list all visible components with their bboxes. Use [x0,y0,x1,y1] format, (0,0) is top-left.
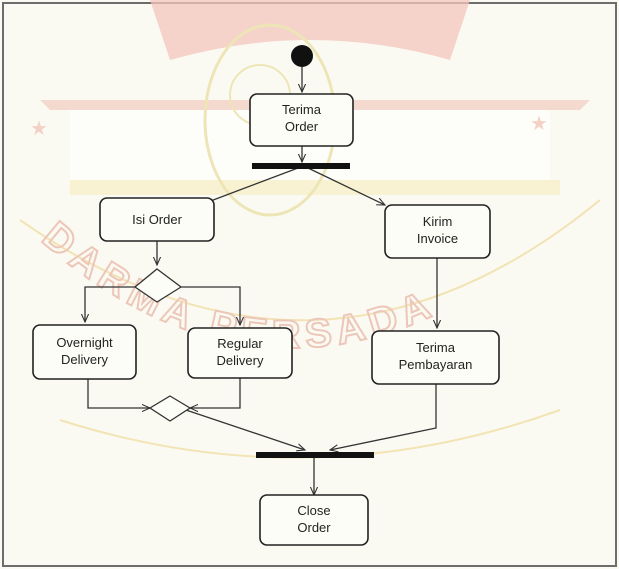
initial-node [291,45,313,67]
action-kirim-invoice: Kirim Invoice [385,205,490,258]
label-line: Regular [217,336,263,351]
label-line: Order [297,520,331,535]
action-terima-order: Terima Order [250,94,353,146]
svg-text:★: ★ [530,111,548,135]
svg-text:★: ★ [30,116,48,140]
label-line: Close [297,503,330,518]
label-line: Invoice [417,231,458,246]
action-overnight-delivery: Overnight Delivery [33,325,136,379]
label-line: Terima [416,340,456,355]
action-terima-pembayaran: Terima Pembayaran [372,331,499,384]
label-line: Pembayaran [399,357,473,372]
label-line: Terima [282,102,322,117]
label-line: Isi Order [132,212,183,227]
label-line: Kirim [423,214,453,229]
label-line: Order [285,119,319,134]
action-regular-delivery: Regular Delivery [188,328,292,378]
action-isi-order: Isi Order [100,198,214,241]
fork-bar [252,163,350,169]
label-line: Overnight [56,335,113,350]
join-bar [256,452,374,458]
label-line: Delivery [61,352,108,367]
action-close-order: Close Order [260,495,368,545]
label-line: Delivery [217,353,264,368]
